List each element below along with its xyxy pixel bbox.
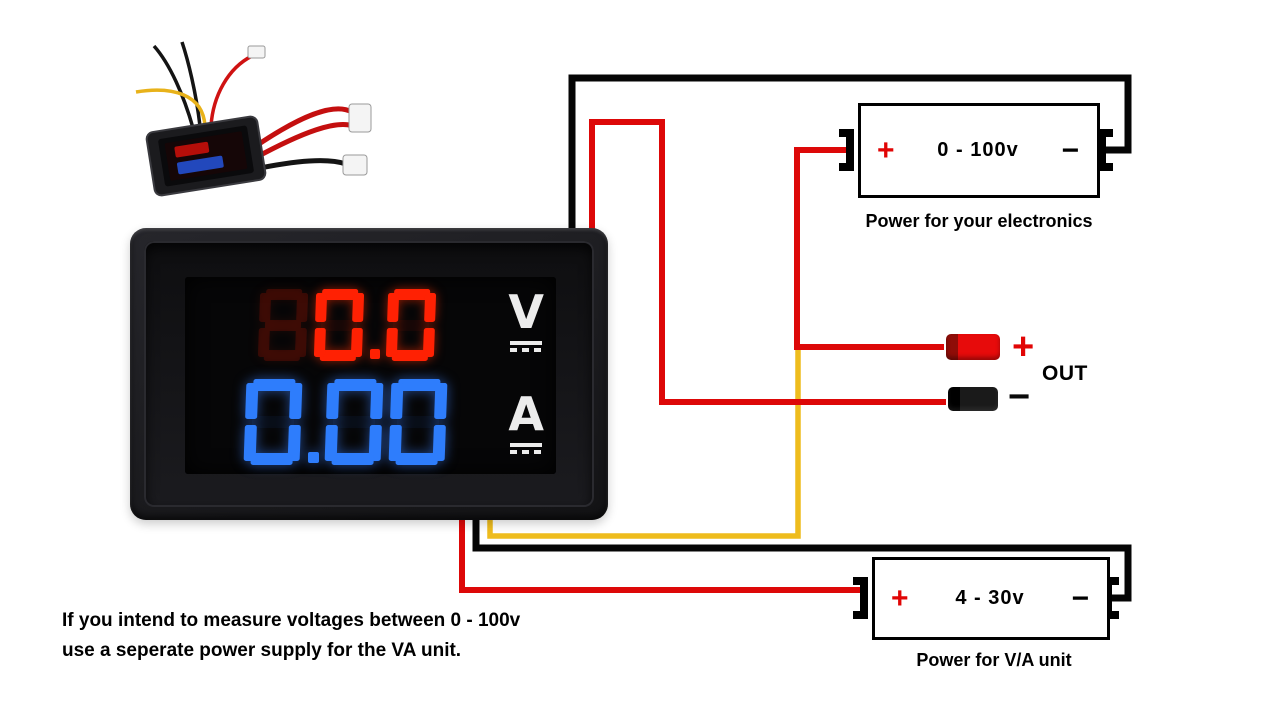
out-positive-terminal <box>946 334 1000 360</box>
dc-symbol-solid <box>510 341 543 345</box>
volt-unit-label: V <box>508 289 544 352</box>
voltage-ghost-digit <box>255 289 311 361</box>
amp-unit-label: A <box>508 391 544 454</box>
box2-plus-label: + <box>891 581 909 615</box>
box2-plus-connector <box>853 577 868 619</box>
wire-red-bottom <box>459 512 866 593</box>
wire-yellow-voltage-sense <box>487 347 801 539</box>
amp-unit-letter: A <box>508 387 544 441</box>
note-text: If you intend to measure voltages betwee… <box>62 606 520 666</box>
note-line-2: use a seperate power supply for the VA u… <box>62 640 462 661</box>
photo-wire-black-2 <box>180 41 202 127</box>
box1-caption: Power for your electronics <box>865 211 1093 231</box>
photo-module <box>145 115 267 197</box>
photo-blue-digits <box>176 155 224 175</box>
power-box-va-unit: + 4 - 30v − <box>872 557 1110 640</box>
box2-minus-label: − <box>1071 581 1089 615</box>
photo-red-digits <box>174 141 210 158</box>
photo-wire-yellow <box>135 88 207 127</box>
out-label: OUT <box>1042 362 1088 385</box>
meter-bezel: V A <box>144 241 594 507</box>
current-value <box>241 379 450 465</box>
box2-caption: Power for V/A unit <box>916 650 1072 670</box>
volt-unit-letter: V <box>508 285 544 339</box>
out-plus-label: + <box>1012 326 1035 368</box>
wire-black-bottom <box>472 512 1132 602</box>
photo-wire-black-1 <box>152 44 195 129</box>
dc-symbol-solid <box>510 443 543 447</box>
power-box-electronics: + 0 - 100v − <box>858 103 1100 198</box>
wire-red-top <box>589 119 946 405</box>
out-minus-label: − <box>1008 376 1031 418</box>
dc-symbol-dashed <box>510 450 543 454</box>
va-meter-module: V A <box>130 228 608 520</box>
wire-black-top <box>568 74 1132 236</box>
box1-minus-connector <box>1098 129 1113 171</box>
photo-connector-3pin <box>342 154 368 176</box>
box1-plus-connector <box>839 129 854 171</box>
current-readout <box>241 379 450 465</box>
out-negative-terminal <box>948 387 998 411</box>
photo-wire-red-thin <box>209 54 253 127</box>
box2-voltage-range: 4 - 30v <box>955 587 1025 609</box>
wire-red-to-out-plus <box>794 147 944 350</box>
photo-wire-red-thick-2 <box>253 121 354 161</box>
voltage-value <box>311 289 439 361</box>
dc-symbol-dashed <box>510 348 543 352</box>
photo-wire-red-thick-1 <box>251 106 354 151</box>
box1-plus-label: + <box>877 133 895 167</box>
product-photo <box>135 41 372 197</box>
box1-voltage-range: 0 - 100v <box>937 139 1019 161</box>
voltage-readout <box>255 289 439 361</box>
box1-minus-label: − <box>1061 133 1079 167</box>
meter-display: V A <box>185 277 556 474</box>
photo-connector-2pin <box>348 103 372 133</box>
photo-connector-small <box>247 45 266 59</box>
note-line-1: If you intend to measure voltages betwee… <box>62 610 521 631</box>
